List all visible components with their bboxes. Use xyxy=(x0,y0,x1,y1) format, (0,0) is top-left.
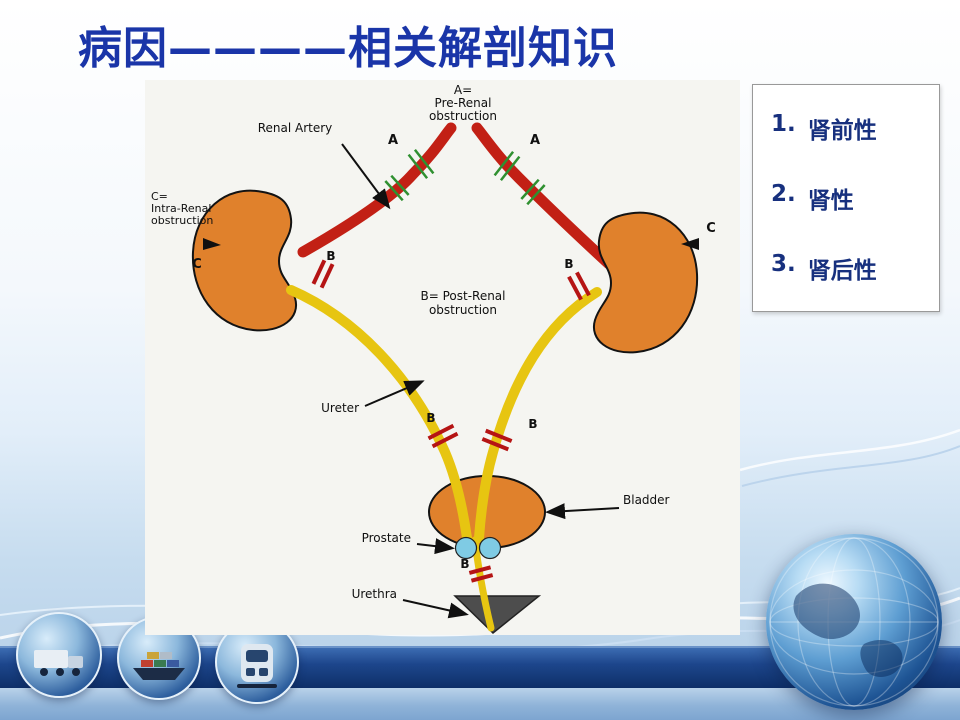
list-item: 2. 肾性 xyxy=(771,181,939,215)
urethra-outlet-shape xyxy=(453,595,542,635)
marker-a-right: A xyxy=(530,133,540,148)
marker-b-left-upper: B xyxy=(326,249,335,263)
label-c-eq: C= xyxy=(151,190,168,203)
prostate-shape xyxy=(454,536,502,560)
obstruction-slashes xyxy=(311,259,591,583)
label-post-renal-obstruction: obstruction xyxy=(429,303,497,317)
anatomy-diagram: A= Pre-Renal obstruction Renal Artery C=… xyxy=(145,80,740,635)
globe-graticule xyxy=(769,537,939,707)
label-pre-renal: Pre-Renal xyxy=(435,96,492,110)
list-item-label: 肾前性 xyxy=(807,118,877,144)
label-post-renal: B= Post-Renal xyxy=(420,289,505,303)
globe-graphic xyxy=(766,534,942,710)
list-item-number: 3. xyxy=(771,251,796,277)
right-c-pointer xyxy=(681,238,699,250)
artery-clamp-marks xyxy=(384,148,546,206)
marker-a-left: A xyxy=(388,133,398,148)
photo-circle-truck xyxy=(16,612,102,698)
marker-b-urethra: B xyxy=(460,557,469,571)
left-c-pointer xyxy=(203,238,221,250)
truck-icon xyxy=(34,650,83,676)
marker-c-right: C xyxy=(706,221,716,236)
left-kidney-shape xyxy=(191,189,298,332)
list-item-label: 肾性 xyxy=(807,188,854,214)
label-prostate: Prostate xyxy=(362,531,411,545)
label-a-eq: A= xyxy=(454,83,472,97)
marker-b-right-lower: B xyxy=(528,417,537,431)
marker-b-right-upper: B xyxy=(564,257,573,271)
label-intra-renal: Intra-Renal xyxy=(151,202,211,215)
label-ureter: Ureter xyxy=(321,401,359,415)
page-title: 病因————相关解剖知识 xyxy=(78,23,618,74)
marker-b-left-lower: B xyxy=(426,411,435,425)
marker-c-left: C xyxy=(192,257,202,272)
legend-box: 1. 肾前性 2. 肾性 3. 肾后性 xyxy=(752,84,940,312)
label-arrows xyxy=(341,143,620,619)
label-renal-artery: Renal Artery xyxy=(258,121,333,135)
label-bladder: Bladder xyxy=(623,493,670,507)
right-kidney-shape xyxy=(592,211,699,354)
ship-icon xyxy=(133,652,185,680)
label-pre-renal-obstruction: obstruction xyxy=(429,109,497,123)
ureters xyxy=(286,285,602,543)
label-intra-renal-obstruction: obstruction xyxy=(151,214,213,227)
anatomy-diagram-svg: A= Pre-Renal obstruction Renal Artery C=… xyxy=(151,83,716,635)
globe-continents xyxy=(793,583,903,677)
list-item-number: 1. xyxy=(771,111,796,137)
renal-arteries xyxy=(297,122,615,270)
list-item-number: 2. xyxy=(771,181,796,207)
train-icon xyxy=(237,644,277,688)
label-urethra: Urethra xyxy=(352,587,397,601)
list-item: 3. 肾后性 xyxy=(771,251,939,285)
list-item: 1. 肾前性 xyxy=(771,111,939,145)
list-item-label: 肾后性 xyxy=(807,258,877,284)
